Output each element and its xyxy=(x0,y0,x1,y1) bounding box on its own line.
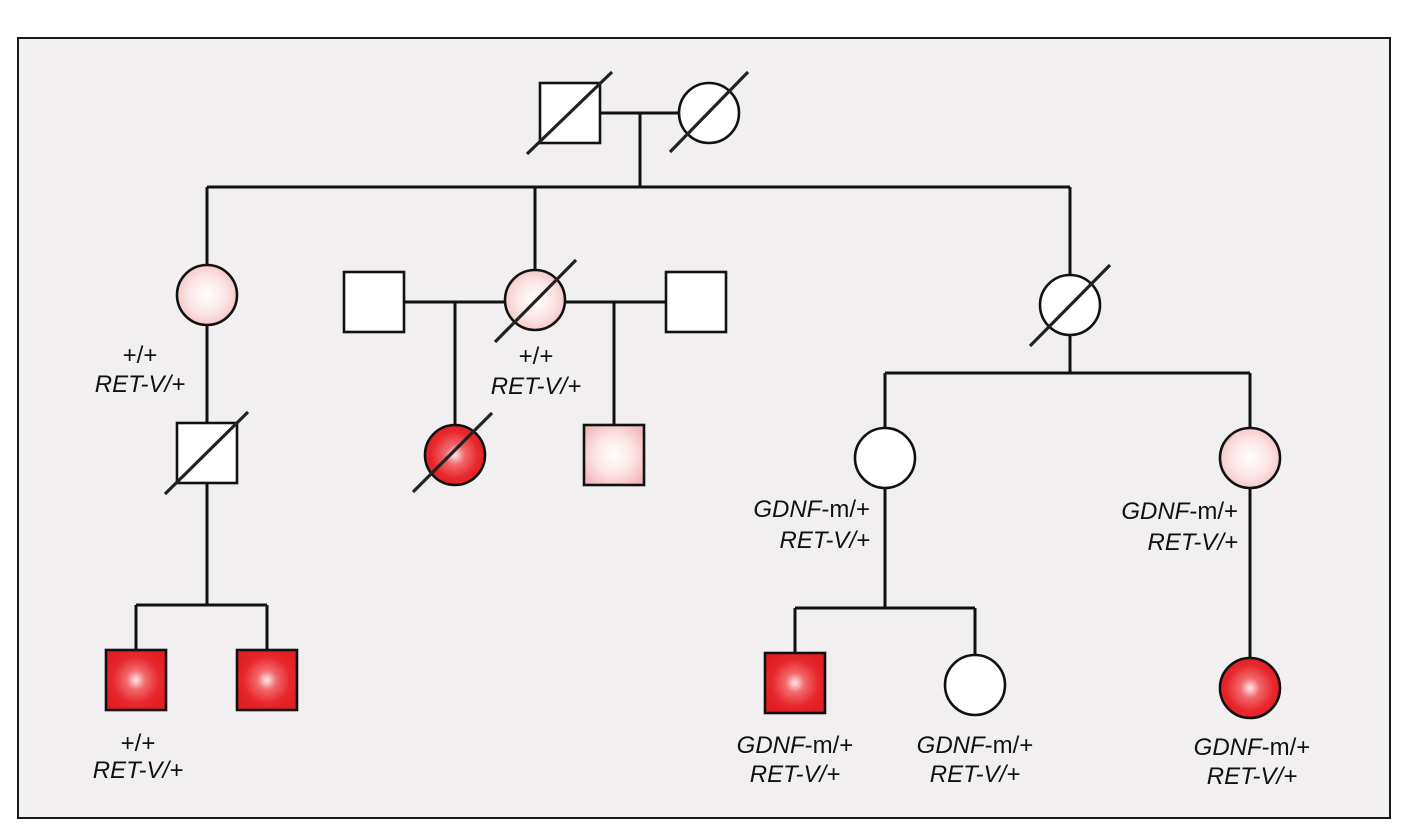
individual-IV-3 xyxy=(763,651,827,715)
allele-suffix: -m/+ xyxy=(985,732,1034,759)
individual-I-1 xyxy=(525,70,614,156)
allele-suffix: -m/+ xyxy=(1262,734,1311,761)
individual-III-4 xyxy=(853,426,917,490)
female-symbol xyxy=(1218,656,1282,720)
genotype-label-II-2-line1: +/+ xyxy=(519,343,554,370)
allele-suffix: -m/+ xyxy=(805,732,854,759)
genotype-labels: +/+ RET-V/+ +/+ RET-V/+ GDNF-m/+ RET-V/+… xyxy=(93,342,1311,790)
genotype-label-III-4-line2: RET-V/+ xyxy=(780,527,870,554)
genotype-label-II-2-line2: RET-V/+ xyxy=(491,373,581,400)
individual-II-spouse-1 xyxy=(342,270,406,334)
allele-suffix: -m/+ xyxy=(821,496,870,523)
male-symbol xyxy=(582,423,646,487)
deceased-slash xyxy=(163,410,250,496)
female-symbol xyxy=(423,423,487,487)
deceased-slash xyxy=(525,70,614,156)
individual-II-1 xyxy=(175,263,239,327)
individual-III-1 xyxy=(163,410,250,496)
deceased-slash xyxy=(1028,263,1112,348)
genotype-label-III-5-line2: RET-V/+ xyxy=(1148,529,1238,556)
genotype-label-IV-4-line1: GDNF-m/+ xyxy=(917,732,1034,759)
genotype-label-IV-4-line2: RET-V/+ xyxy=(930,761,1020,788)
genotype-label-II-1-line1: +/+ xyxy=(123,342,158,369)
male-symbol xyxy=(342,270,406,334)
individual-IV-1 xyxy=(104,648,168,712)
female-symbol xyxy=(175,263,239,327)
male-symbol xyxy=(763,651,827,715)
individual-II-3 xyxy=(1028,263,1112,348)
gene-symbol: GDNF xyxy=(737,732,806,759)
deceased-slash xyxy=(411,411,494,494)
pedigree-lines xyxy=(134,111,1252,658)
genotype-label-III-4-line1: GDNF-m/+ xyxy=(753,496,870,523)
individual-IV-2 xyxy=(235,648,299,712)
individual-II-2 xyxy=(493,258,578,344)
allele-suffix: -m/+ xyxy=(1189,498,1238,525)
genotype-label-IV-3-line1: GDNF-m/+ xyxy=(737,732,854,759)
male-symbol xyxy=(235,648,299,712)
genotype-label-IV-5-line2: RET-V/+ xyxy=(1207,763,1297,790)
individual-III-3 xyxy=(582,423,646,487)
individual-IV-4 xyxy=(943,653,1007,717)
individual-IV-5 xyxy=(1218,656,1282,720)
genotype-label-III-5-line1: GDNF-m/+ xyxy=(1121,498,1238,525)
individual-III-2 xyxy=(411,411,494,494)
gene-symbol: GDNF xyxy=(1194,734,1263,761)
individual-III-5 xyxy=(1218,426,1282,490)
genotype-label-IV-1-line1: +/+ xyxy=(121,730,156,757)
male-symbol xyxy=(664,270,728,334)
gene-symbol: GDNF xyxy=(753,496,822,523)
female-symbol xyxy=(1218,426,1282,490)
genotype-label-IV-3-line2: RET-V/+ xyxy=(750,761,840,788)
individual-II-spouse-2 xyxy=(664,270,728,334)
individual-I-2 xyxy=(668,70,750,154)
genotype-label-II-1-line2: RET-V/+ xyxy=(95,371,185,398)
genotype-label-IV-5-line1: GDNF-m/+ xyxy=(1194,734,1311,761)
deceased-slash xyxy=(493,258,578,344)
gene-symbol: GDNF xyxy=(1121,498,1190,525)
female-symbol xyxy=(943,653,1007,717)
male-symbol xyxy=(104,648,168,712)
female-symbol xyxy=(853,426,917,490)
deceased-slash xyxy=(668,70,750,154)
gene-symbol: GDNF xyxy=(917,732,986,759)
genotype-label-IV-1-line2: RET-V/+ xyxy=(93,757,183,784)
